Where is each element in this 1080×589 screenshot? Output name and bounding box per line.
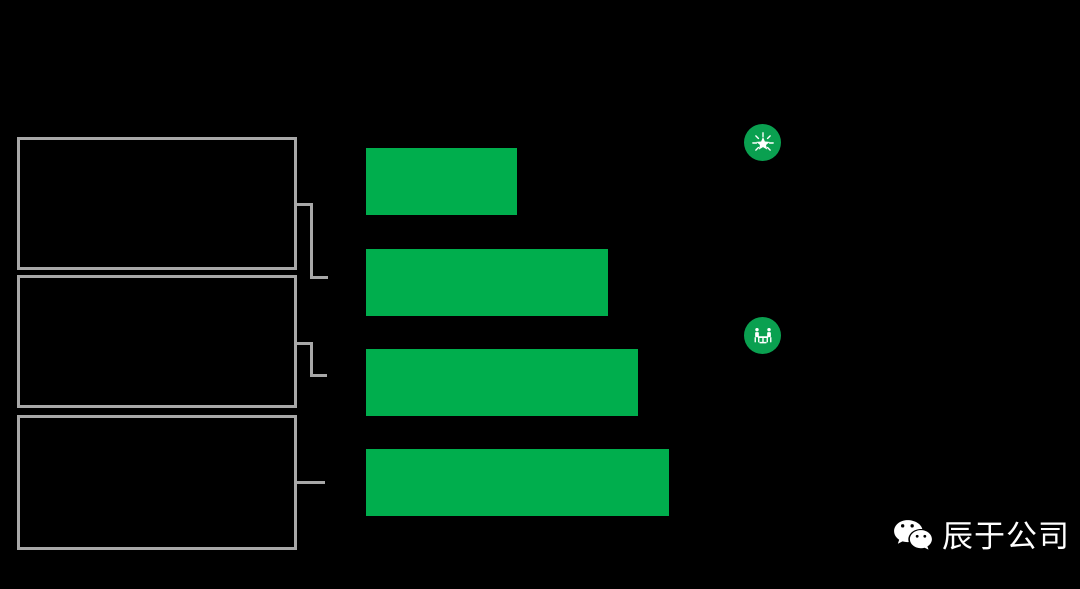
- wechat-logo-icon: [893, 518, 933, 557]
- label-box-1: [17, 137, 297, 270]
- label-box-2: [17, 275, 297, 408]
- bracket-segment: [297, 203, 313, 206]
- badge-meeting: [744, 317, 781, 354]
- bracket-segment: [310, 276, 328, 279]
- sparkle-burst-icon: [750, 130, 776, 156]
- badge-sparkle: [744, 124, 781, 161]
- wechat-watermark: 辰于公司: [893, 518, 1070, 557]
- bracket-segment: [310, 342, 313, 377]
- label-box-3: [17, 415, 297, 550]
- bar-4: [366, 449, 669, 516]
- watermark-text: 辰于公司: [942, 519, 1070, 555]
- bracket-segment: [310, 203, 313, 279]
- meeting-table-icon: [750, 323, 776, 349]
- bar-2: [366, 249, 608, 316]
- bar-3: [366, 349, 638, 416]
- bracket-segment: [297, 481, 325, 484]
- bar-1: [366, 148, 517, 215]
- bracket-segment: [297, 342, 313, 345]
- bracket-segment: [310, 374, 327, 377]
